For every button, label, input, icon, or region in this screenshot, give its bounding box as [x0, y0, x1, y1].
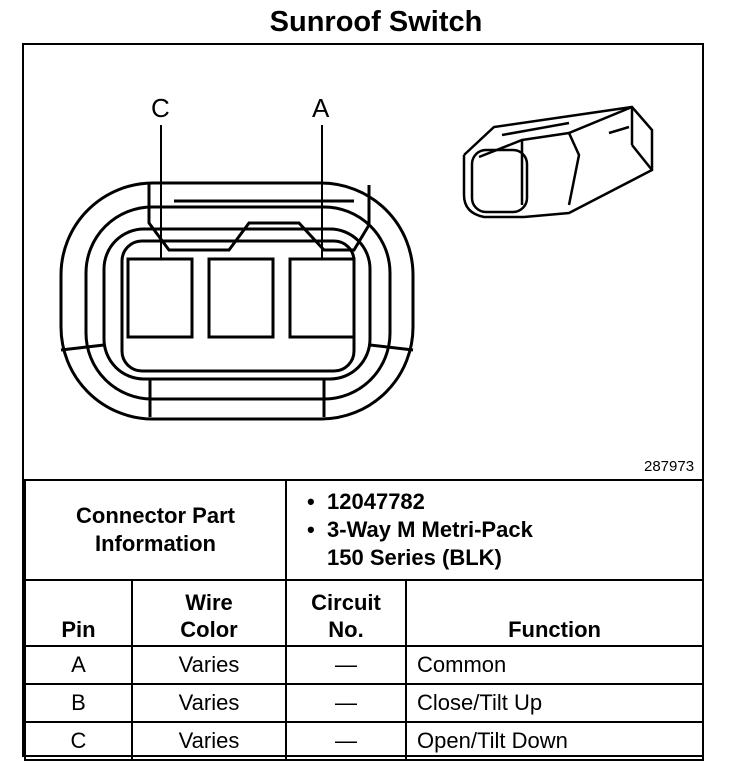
pin-cell: A — [24, 645, 133, 685]
connector-info-table: Connector Part Information 12047782 3-Wa… — [23, 479, 705, 761]
connector-cavity — [102, 227, 372, 381]
wire-color-cell: Varies — [130, 645, 288, 685]
part-number: 287973 — [644, 458, 694, 475]
wire-color-cell: Varies — [130, 721, 288, 761]
table-row: B Varies — Close/Tilt Up — [24, 683, 705, 723]
pin-label-a: A — [312, 93, 330, 123]
pin-cavity-a — [288, 257, 356, 339]
pin-label-c: C — [151, 93, 170, 123]
wire-color-cell: Varies — [130, 683, 288, 723]
pin-cavity-b — [207, 257, 275, 339]
header-pin: Pin — [24, 579, 133, 647]
connector-outer-shell — [59, 181, 415, 421]
circuit-cell: — — [285, 645, 408, 685]
part-number-item: 12047782 — [307, 488, 702, 516]
table-row: A Varies — Common — [24, 645, 705, 685]
connector-part-info-label: Connector Part Information — [23, 479, 288, 581]
pin-cell: B — [24, 683, 133, 723]
circuit-cell: — — [285, 683, 408, 723]
connector-latch — [147, 183, 371, 252]
circuit-cell: — — [285, 721, 408, 761]
connector-inner-shell — [84, 205, 392, 401]
header-function: Function — [405, 579, 705, 647]
connector-perspective-drawing — [462, 105, 654, 219]
connector-part-info-values: 12047782 3-Way M Metri-Pack 150 Series (… — [285, 479, 705, 581]
connector-diagram: C A 287973 — [59, 93, 694, 475]
function-cell: Open/Tilt Down — [405, 721, 705, 761]
connector-face-drawing — [59, 125, 415, 421]
pin-cavity-c — [126, 257, 194, 339]
connector-sheet: C A 287973 Connector Part Information — [22, 43, 705, 761]
page-title: Sunroof Switch — [269, 6, 483, 38]
connector-type-item: 3-Way M Metri-Pack 150 Series (BLK) — [307, 516, 702, 572]
function-cell: Common — [405, 645, 705, 685]
function-cell: Close/Tilt Up — [405, 683, 705, 723]
header-circuit-no: Circuit No. — [285, 579, 408, 647]
pin-cell: C — [24, 721, 133, 761]
header-wire-color: Wire Color — [130, 579, 288, 647]
table-row: C Varies — Open/Tilt Down — [24, 721, 705, 761]
